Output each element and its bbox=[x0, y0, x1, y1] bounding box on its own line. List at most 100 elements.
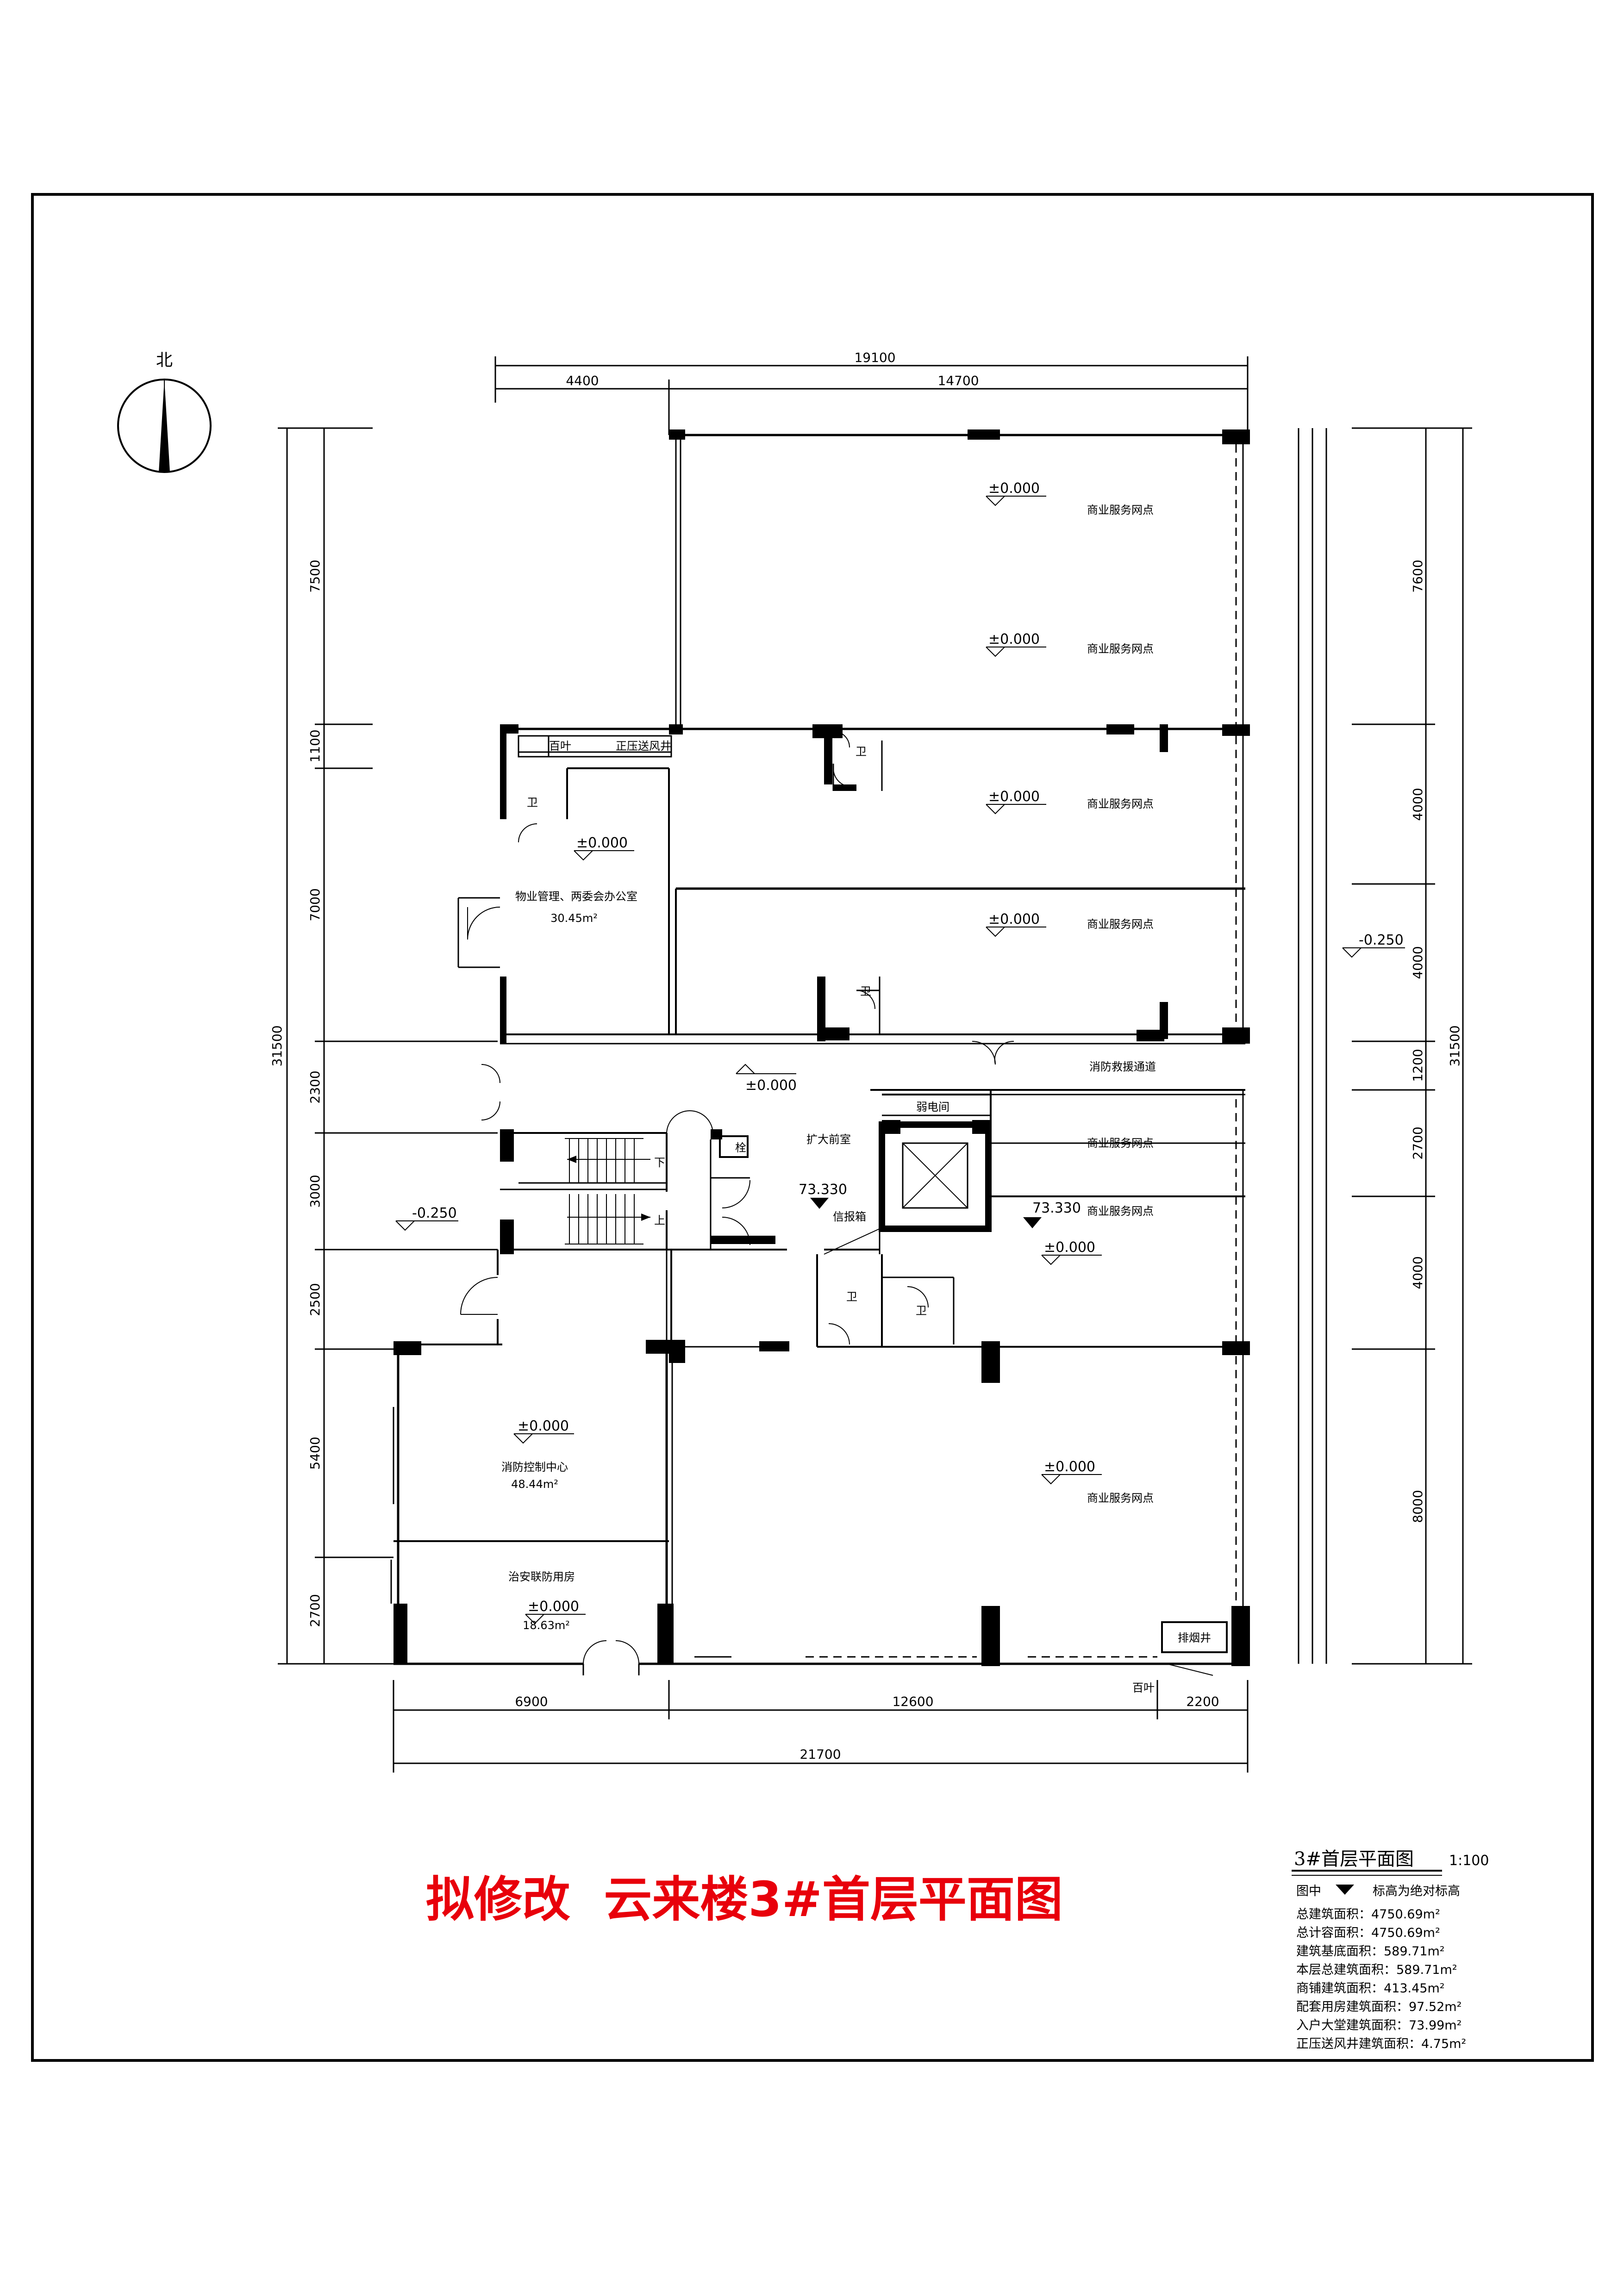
mailbox-label: 信报箱 bbox=[833, 1210, 866, 1223]
svg-text:-0.250: -0.250 bbox=[412, 1205, 457, 1221]
shop-label-2: 商业服务网点 bbox=[1087, 642, 1154, 655]
vent-shaft-label: 正压送风井 bbox=[616, 740, 671, 753]
legend-item-2: 总计容面积：4750.69m² bbox=[1296, 1926, 1440, 1940]
plan-walls bbox=[390, 429, 1250, 1676]
toilet-label-2: 卫 bbox=[856, 745, 867, 758]
svg-text:±0.000: ±0.000 bbox=[1044, 1239, 1095, 1256]
svg-text:±0.000: ±0.000 bbox=[528, 1599, 579, 1615]
security-room-area: 18.63m² bbox=[523, 1619, 570, 1632]
drawing-title: 拟修改 云来楼3#首层平面图 bbox=[426, 1871, 1063, 1928]
elev-mark-office: ±0.000 bbox=[574, 835, 634, 861]
elev-mark-3: ±0.000 bbox=[986, 789, 1046, 815]
louver-label-1: 百叶 bbox=[549, 740, 571, 753]
office-area: 30.45m² bbox=[550, 912, 598, 925]
elev-mark-shop-7: ±0.000 bbox=[1041, 1459, 1102, 1485]
dim-right-7: 8000 bbox=[1410, 1490, 1425, 1523]
elevation-marks: ±0.000 ±0.000 ±0.000 ±0.000 ±0.000 ±0.00… bbox=[395, 480, 1405, 1624]
dim-bottom-b: 12600 bbox=[892, 1694, 933, 1709]
elev-mark-corridor: ±0.000 bbox=[736, 1064, 797, 1094]
elev-mark-abs-2: 73.330 bbox=[1023, 1200, 1081, 1228]
shop-label-7: 商业服务网点 bbox=[1087, 1492, 1154, 1505]
dim-left-8: 2700 bbox=[307, 1594, 323, 1627]
dim-right-4: 1200 bbox=[1410, 1049, 1425, 1082]
dim-left-3: 7000 bbox=[307, 888, 323, 921]
svg-text:-0.250: -0.250 bbox=[1359, 932, 1404, 948]
dim-left-total: 31500 bbox=[269, 1025, 285, 1066]
top-dimensions bbox=[494, 356, 1249, 435]
elev-mark-4: ±0.000 bbox=[986, 911, 1046, 937]
dim-right-6: 4000 bbox=[1410, 1256, 1425, 1289]
fire-passage-lines bbox=[1298, 428, 1327, 1664]
dim-left-4: 2300 bbox=[307, 1070, 323, 1103]
shop-label-1: 商业服务网点 bbox=[1087, 504, 1154, 516]
dim-bottom-c: 2200 bbox=[1186, 1694, 1219, 1709]
dim-right-3: 4000 bbox=[1410, 946, 1425, 979]
dim-right-5: 2700 bbox=[1410, 1126, 1425, 1159]
right-dimensions bbox=[1352, 427, 1472, 1665]
shop-label-5: 商业服务网点 bbox=[1087, 1137, 1154, 1150]
toilet-label-3: 卫 bbox=[860, 985, 871, 998]
security-room-name: 治安联防用房 bbox=[508, 1570, 575, 1583]
stair-treads bbox=[565, 1138, 643, 1244]
abs-elevation-symbol bbox=[1336, 1885, 1354, 1895]
legend-item-6: 配套用房建筑面积：97.52m² bbox=[1296, 2000, 1462, 2014]
dim-bottom-total: 21700 bbox=[800, 1747, 841, 1762]
legend-scale: 1:100 bbox=[1449, 1853, 1489, 1869]
north-label: 北 bbox=[156, 351, 173, 370]
room-labels: 商业服务网点 商业服务网点 商业服务网点 商业服务网点 商业服务网点 商业服务网… bbox=[501, 504, 1211, 1694]
bottom-dimensions bbox=[393, 1680, 1249, 1773]
dim-top-total: 19100 bbox=[854, 350, 895, 365]
elev-mark-1: ±0.000 bbox=[986, 480, 1046, 506]
north-arrow: 北 bbox=[117, 351, 212, 473]
left-dimensions bbox=[278, 427, 498, 1665]
svg-text:±0.000: ±0.000 bbox=[988, 911, 1040, 927]
elev-mark-left-outside: -0.250 bbox=[395, 1205, 458, 1231]
toilet-label-5: 卫 bbox=[916, 1304, 927, 1317]
dim-left-5: 3000 bbox=[307, 1175, 323, 1207]
elev-mark-abs-1: 73.330 bbox=[799, 1182, 847, 1209]
fire-center-area: 48.44m² bbox=[511, 1478, 558, 1491]
elec-room-label: 弱电间 bbox=[916, 1101, 949, 1114]
legend-note-suffix: 标高为绝对标高 bbox=[1373, 1884, 1460, 1898]
dim-left-1: 7500 bbox=[307, 560, 323, 592]
elev-mark-fire-center: ±0.000 bbox=[513, 1418, 574, 1444]
dim-left-2: 1100 bbox=[307, 729, 323, 762]
svg-text:±0.000: ±0.000 bbox=[745, 1077, 797, 1094]
elev-mark-right-outside: -0.250 bbox=[1342, 932, 1405, 958]
office-name: 物业管理、两委会办公室 bbox=[515, 890, 637, 903]
elev-mark-security: ±0.000 bbox=[525, 1599, 586, 1624]
louver-label-2: 百叶 bbox=[1132, 1681, 1155, 1694]
pipe-shaft-label: 排烟井 bbox=[1178, 1631, 1211, 1644]
toilet-label-1: 卫 bbox=[527, 796, 538, 809]
svg-text:±0.000: ±0.000 bbox=[518, 1418, 569, 1434]
fire-passage-label: 消防救援通道 bbox=[1089, 1060, 1156, 1073]
dim-right-1: 7600 bbox=[1410, 560, 1425, 592]
svg-text:±0.000: ±0.000 bbox=[988, 631, 1040, 647]
legend-item-3: 建筑基底面积：589.71m² bbox=[1296, 1944, 1445, 1959]
svg-text:73.330: 73.330 bbox=[1032, 1200, 1081, 1216]
dim-top-right: 14700 bbox=[937, 373, 979, 388]
hydrant-label: 栓 bbox=[735, 1141, 746, 1154]
sheet-border bbox=[31, 193, 1594, 2062]
dim-bottom-a: 6900 bbox=[515, 1694, 548, 1709]
dim-right-2: 4000 bbox=[1410, 788, 1425, 821]
stair-up-label: 上 bbox=[654, 1214, 665, 1227]
dim-right-total: 31500 bbox=[1447, 1025, 1462, 1066]
elev-mark-2: ±0.000 bbox=[986, 631, 1046, 657]
stair-down-label: 下 bbox=[654, 1156, 665, 1169]
legend-item-7: 入户大堂建筑面积：73.99m² bbox=[1296, 2018, 1462, 2033]
elev-mark-shop-6: ±0.000 bbox=[1041, 1239, 1102, 1265]
lobby-label: 扩大前室 bbox=[806, 1133, 851, 1146]
dim-left-6: 2500 bbox=[307, 1283, 323, 1316]
legend-item-1: 总建筑面积：4750.69m² bbox=[1296, 1907, 1440, 1922]
svg-text:73.330: 73.330 bbox=[799, 1182, 847, 1198]
legend-item-4: 本层总建筑面积：589.71m² bbox=[1296, 1963, 1457, 1977]
legend-title: 3#首层平面图 bbox=[1294, 1848, 1414, 1870]
legend-note-prefix: 图中 bbox=[1296, 1884, 1321, 1898]
svg-text:±0.000: ±0.000 bbox=[1044, 1459, 1095, 1475]
legend-block: 3#首层平面图 1:100 图中 标高为绝对标高 总建筑面积：4750.69m²… bbox=[1292, 1848, 1489, 2051]
shop-label-6: 商业服务网点 bbox=[1087, 1205, 1154, 1218]
toilet-label-4: 卫 bbox=[846, 1290, 857, 1303]
svg-text:±0.000: ±0.000 bbox=[576, 835, 628, 851]
